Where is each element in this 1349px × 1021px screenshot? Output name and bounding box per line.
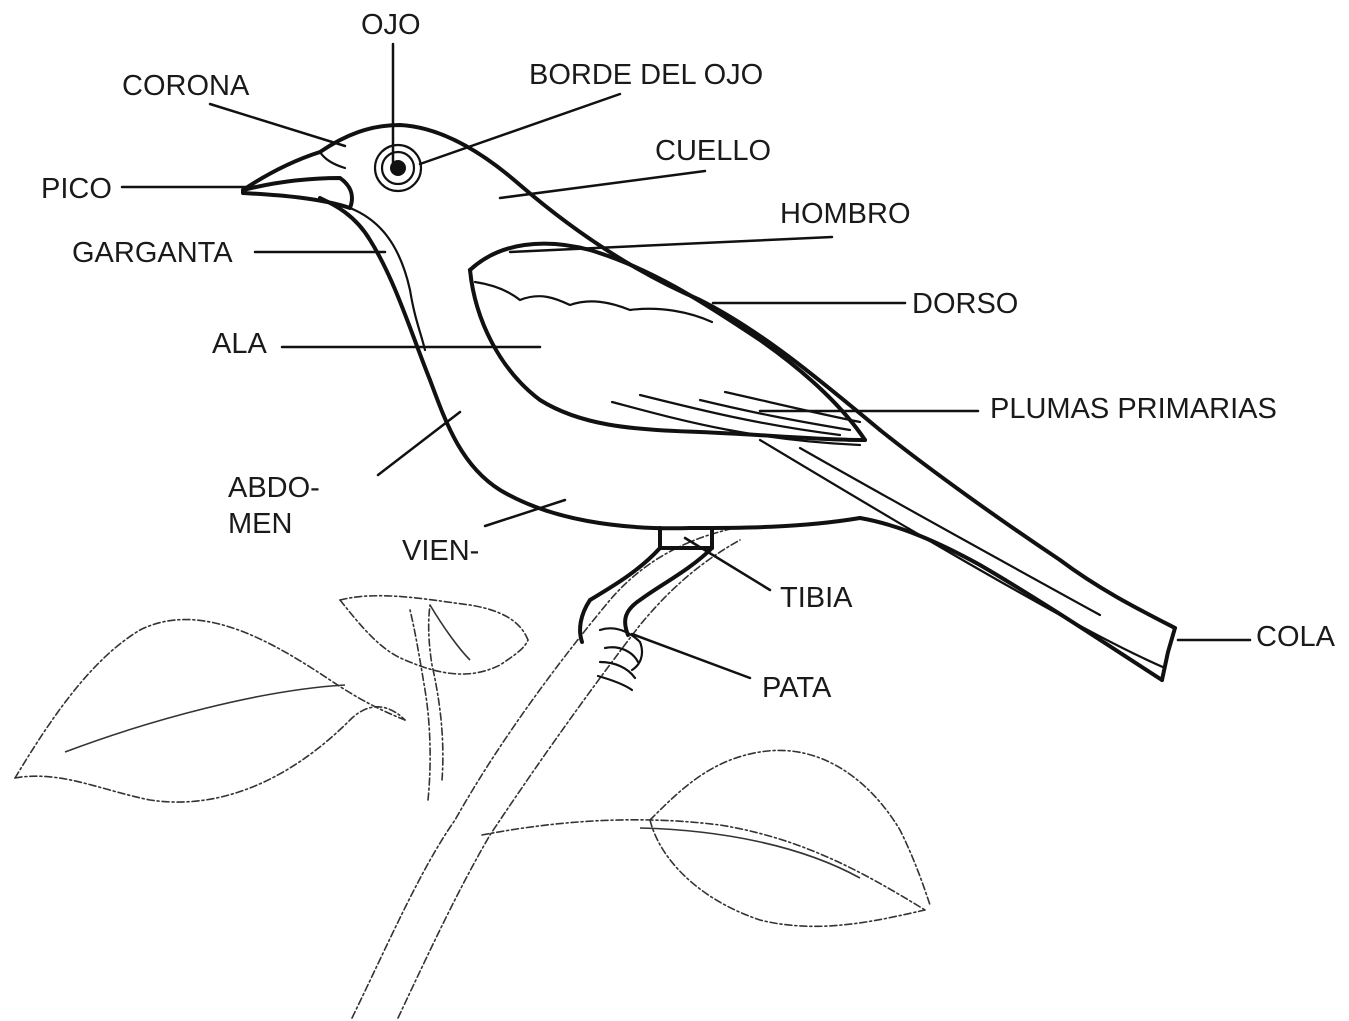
label-abdomen-line2: MEN	[228, 508, 292, 540]
label-dorso: DORSO	[912, 288, 1018, 320]
label-pico: PICO	[41, 173, 112, 205]
label-cola: COLA	[1256, 621, 1336, 653]
label-garganta: GARGANTA	[72, 237, 233, 269]
label-vientre: VIEN-	[402, 535, 479, 567]
leader-cuello	[500, 171, 705, 198]
label-abdomen-line1: ABDO-	[228, 472, 320, 504]
leader-borde-del-ojo	[420, 94, 620, 164]
leader-abdomen	[378, 412, 460, 475]
label-ala: ALA	[212, 328, 267, 360]
leader-corona	[210, 104, 345, 146]
leader-pata	[632, 634, 750, 678]
label-corona: CORONA	[122, 70, 250, 102]
label-pata: PATA	[762, 672, 832, 704]
label-plumas-primarias: PLUMAS PRIMARIAS	[990, 393, 1277, 425]
label-borde-del-ojo: BORDE DEL OJO	[529, 59, 763, 91]
leader-tibia	[685, 538, 770, 590]
label-hombro: HOMBRO	[780, 198, 911, 230]
labels: OJO CORONA BORDE DEL OJO PICO CUELLO HOM…	[41, 9, 1336, 704]
label-tibia: TIBIA	[780, 582, 853, 614]
label-cuello: CUELLO	[655, 135, 771, 167]
label-ojo: OJO	[361, 9, 421, 41]
